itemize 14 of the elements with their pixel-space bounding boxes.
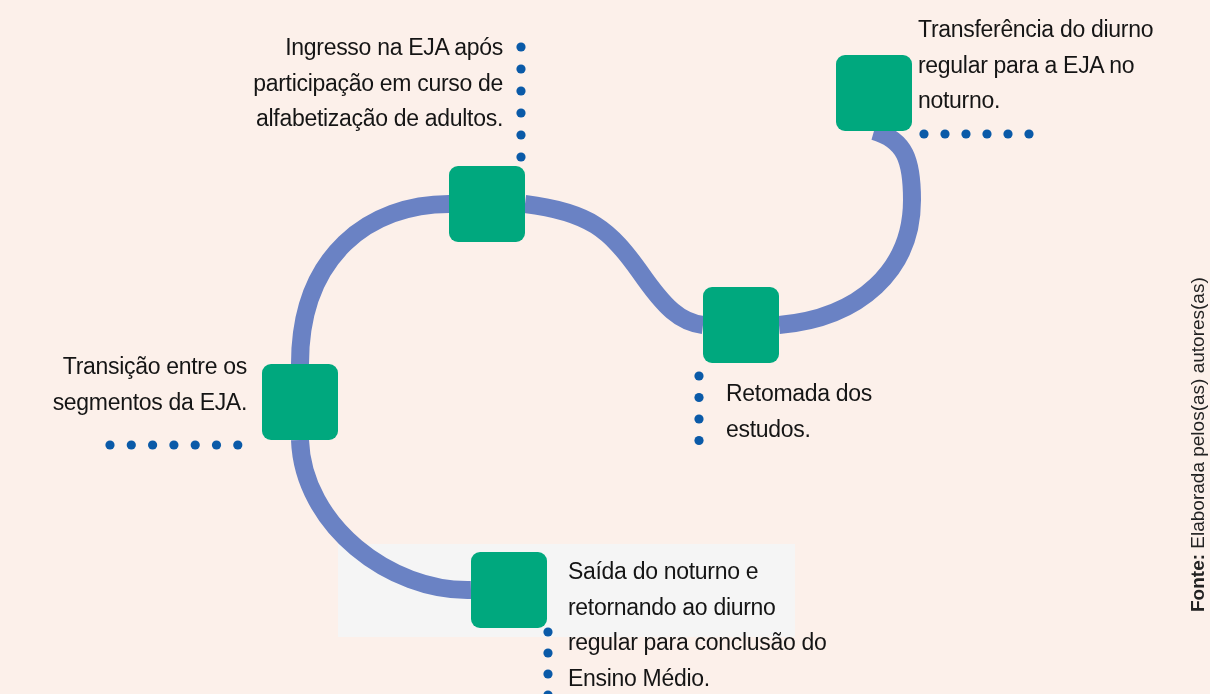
step-description: Ingresso na EJA após participação em curso de alfabetização de adultos. [252, 33, 503, 133]
step-description: Transição entre os segmentos da EJA. [51, 352, 247, 417]
curved-connector [523, 195, 705, 334]
step-square [449, 166, 525, 242]
curved-connector [291, 438, 472, 599]
step-square [471, 552, 547, 628]
step-square [836, 55, 912, 131]
step-square [262, 364, 338, 440]
step-description: Transferência do diurno regular para a EJA no noturno. [918, 15, 1155, 115]
step-description: Retomada dos estudos. [726, 379, 873, 444]
source-note: Fonte: Elaborada pelos(as) autores(as) [1187, 277, 1209, 612]
step-description: Saída do noturno e retornando ao diurno regular para conclusão do Ensino Médio. [568, 557, 828, 693]
step-square [703, 287, 779, 363]
curved-connector [291, 195, 450, 365]
